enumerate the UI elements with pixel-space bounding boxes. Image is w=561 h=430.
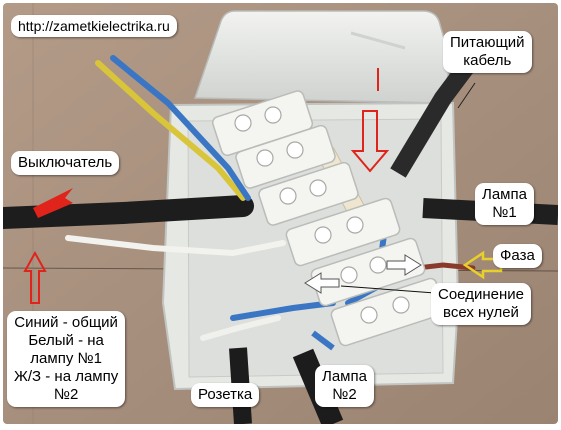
neutral-junction-label-line1: Соединение: [438, 286, 524, 303]
photo-frame: http://zametkielectrika.ru Питающий кабе…: [3, 3, 558, 424]
switch-label: Выключатель: [11, 151, 120, 175]
switch-arrow: [33, 188, 73, 218]
supply-cable-label-line2: кабель: [463, 52, 512, 69]
supply-cable-label: Питающий кабель: [443, 31, 532, 73]
lamp2-label: Лампа №2: [315, 365, 374, 407]
lamp2-label-line1: Лампа: [322, 368, 367, 385]
lamp1-label-line2: №1: [492, 204, 517, 221]
legend-line5: №2: [53, 386, 79, 403]
legend-line3: лампу №1: [30, 350, 102, 367]
neutral-junction-label: Соединение всех нулей: [431, 283, 531, 325]
white-wire: [65, 235, 286, 257]
watermark-url: http://zametkielectrika.ru: [11, 15, 177, 37]
terminal-block: [211, 90, 446, 347]
legend-arrow: [23, 250, 47, 304]
lamp1-label-line1: Лампа: [482, 186, 527, 203]
neutral-junction-label-line2: всех нулей: [443, 304, 519, 321]
lamp1-label: Лампа №1: [475, 183, 534, 225]
neutral-arrow-left: [304, 272, 340, 294]
socket-label: Розетка: [191, 383, 260, 407]
lamp2-label-line2: №2: [332, 386, 357, 403]
legend-line2: Белый - на: [28, 332, 104, 349]
legend-line1: Синий - общий: [14, 314, 118, 331]
box-lid: [193, 10, 452, 104]
blue-wire: [110, 55, 251, 201]
phase-label: Фаза: [493, 244, 542, 268]
yellow-wire: [95, 60, 246, 201]
supply-cable-label-line1: Питающий: [450, 34, 525, 51]
neutral-arrow-right: [386, 254, 422, 276]
legend-line4: Ж/З - на лампу: [14, 368, 119, 385]
supply-arrow: [350, 110, 390, 173]
wire-legend-label: Синий - общий Белый - на лампу №1 Ж/З - …: [7, 311, 126, 407]
junction-box-photo: [3, 3, 558, 424]
switch-cable: [3, 195, 254, 229]
